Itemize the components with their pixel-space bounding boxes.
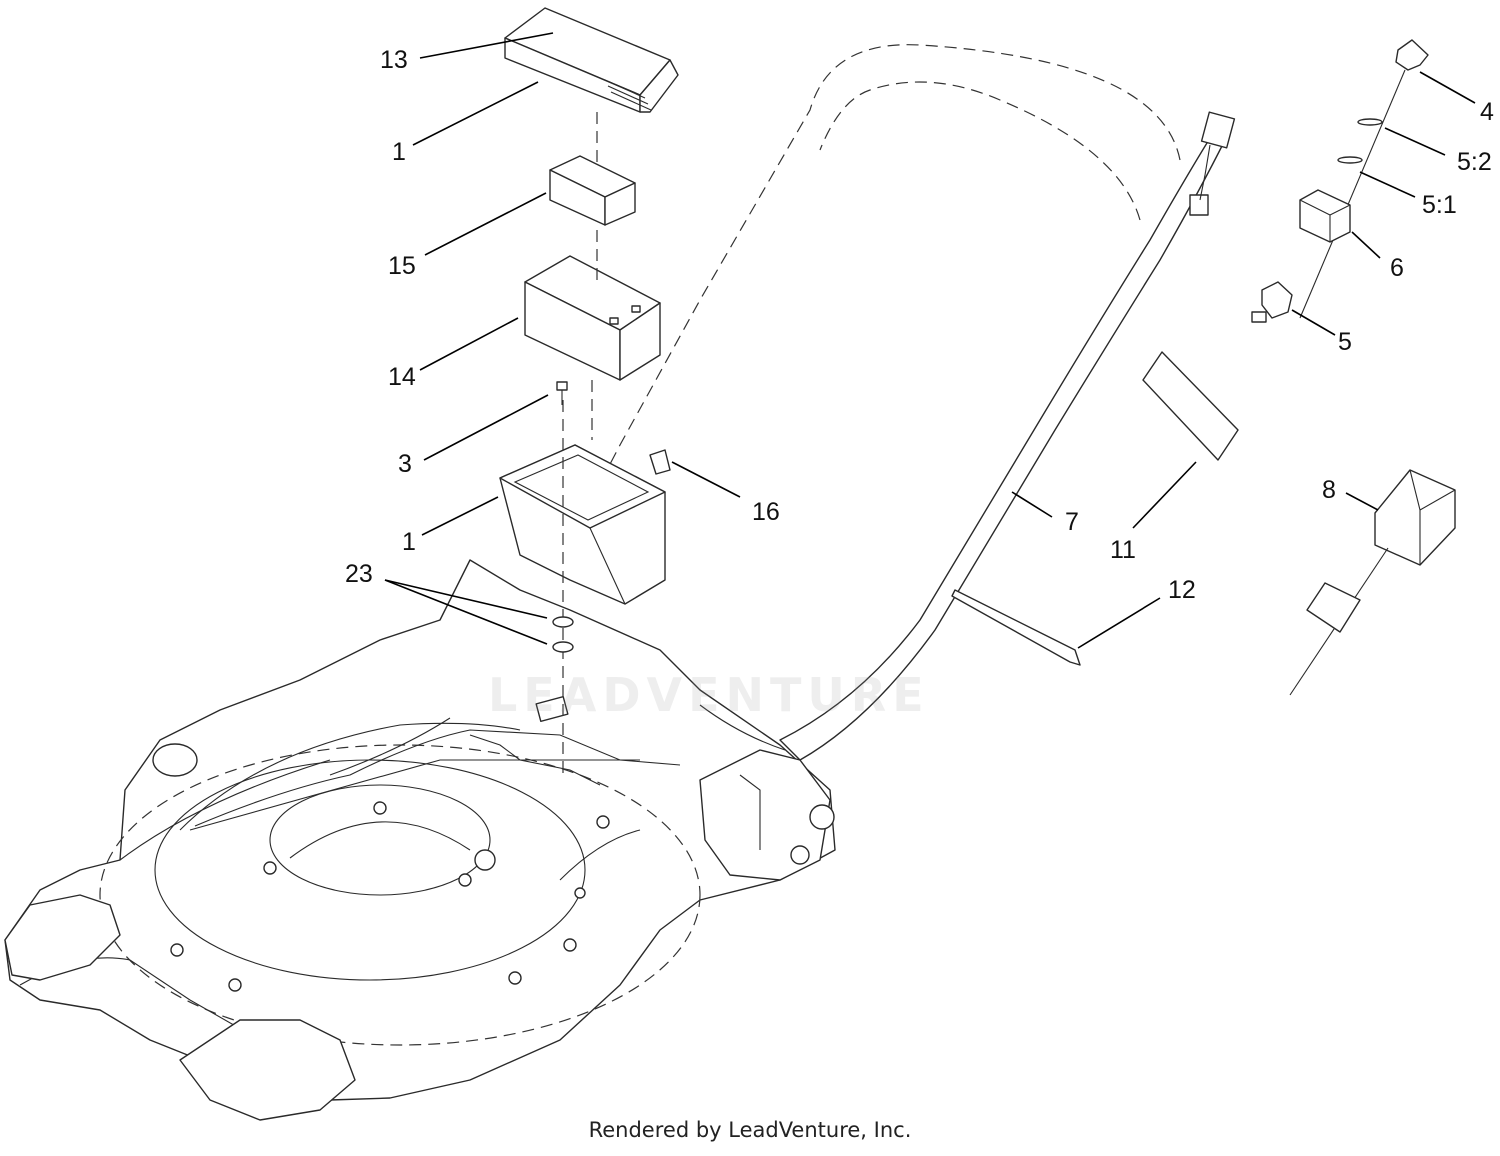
battery-cover: [504, 7, 679, 113]
callout-7: 7: [1065, 508, 1079, 536]
callout-6: 6: [1390, 254, 1404, 282]
callout-5: 5: [1338, 328, 1352, 356]
foam-pad: [549, 155, 636, 226]
callout-11: 11: [1110, 536, 1136, 564]
callout-15: 15: [388, 252, 416, 280]
callouts: 13 1 15 14 3 1 16 23 7 11 12 4 5:2 5:1 6…: [345, 46, 1494, 604]
cable-tie: [951, 589, 1081, 666]
battery: [524, 255, 661, 381]
callout-5-1: 5:1: [1422, 191, 1457, 219]
callout-5-2: 5:2: [1457, 148, 1492, 176]
decal: [1142, 351, 1239, 461]
key-switch-assembly: [1251, 39, 1429, 323]
handle: [559, 44, 1236, 761]
clip: [649, 449, 671, 475]
callout-3: 3: [398, 450, 412, 478]
leader-lines: [384, 32, 1476, 649]
callout-14: 14: [388, 363, 416, 391]
battery-box: [499, 444, 666, 605]
charger: [1289, 469, 1456, 696]
callout-1-box: 1: [402, 528, 416, 556]
callout-13: 13: [380, 46, 408, 74]
mower-deck: [4, 559, 836, 1121]
callout-16: 16: [752, 498, 780, 526]
callout-8: 8: [1322, 476, 1336, 504]
wiring-harness: [194, 695, 681, 827]
explode-axis: [562, 112, 598, 780]
hardware: [552, 381, 574, 653]
callout-1-cover: 1: [392, 138, 406, 166]
footer-credit: Rendered by LeadVenture, Inc.: [588, 1118, 912, 1142]
callout-23: 23: [345, 560, 373, 588]
watermark: LEADVENTURE: [488, 668, 930, 722]
callout-4: 4: [1480, 98, 1494, 126]
callout-12: 12: [1168, 576, 1196, 604]
